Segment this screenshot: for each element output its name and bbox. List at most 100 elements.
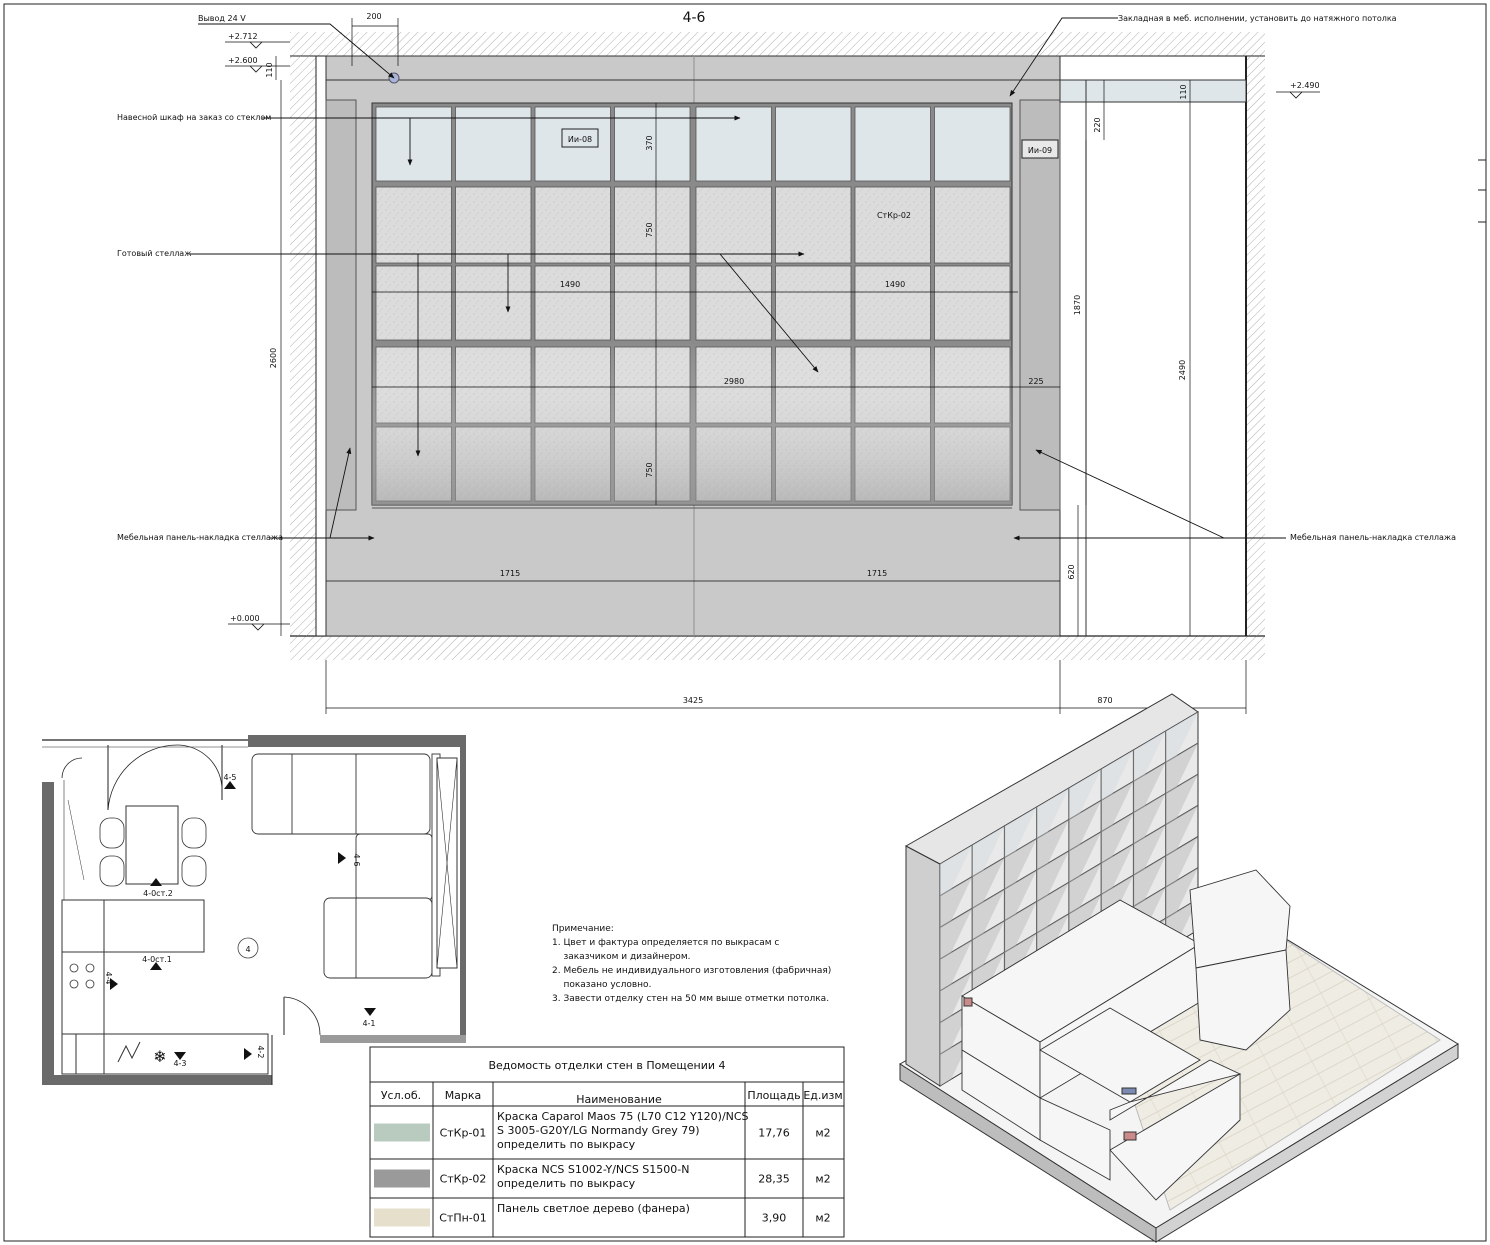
cabinet-cell (934, 186, 1011, 264)
finish-swatch (374, 1123, 430, 1142)
note-line-3: 2. Мебель не индивидуального изготовлени… (552, 966, 831, 976)
side-panel-left (325, 99, 357, 511)
cabinet-cell (455, 265, 532, 341)
cabinet-cell (775, 186, 852, 264)
plan-shelving-x2 (436, 757, 458, 969)
note-outlet: Вывод 24 V (198, 14, 246, 23)
header-area: Площадь (747, 1089, 800, 1102)
iso-shelf-shadow (1165, 836, 1198, 888)
cabinet-cell (695, 106, 772, 182)
marker-4-3: 4-3 (173, 1059, 186, 1068)
finish-name-line: определить по выкрасу (497, 1138, 636, 1151)
dimension-lines (275, 18, 1247, 714)
iso-shelf-shadow (1004, 901, 1037, 953)
cabinet-cell (375, 186, 452, 264)
cabinet-cell (934, 106, 1011, 182)
iso-tag-c (963, 997, 973, 1007)
marker-4-5: 4-5 (223, 773, 236, 782)
dim-225: 225 (1028, 377, 1043, 386)
marker-4-6: 4-6 (352, 853, 361, 866)
header-name: Наименование (576, 1093, 662, 1106)
right-wall (1246, 56, 1265, 636)
note-panel-right: Мебельная панель-накладка стеллажа (1290, 533, 1456, 542)
dim-1715-right: 1715 (867, 569, 887, 578)
left-wall-finish (315, 55, 327, 637)
iso-shelf-shadow (1101, 781, 1134, 832)
ceiling-slab (290, 32, 1265, 56)
dim-620: 620 (1067, 564, 1076, 579)
cabinet-cell (614, 106, 691, 182)
plan-wall-left (42, 782, 54, 1085)
plan-table (125, 805, 179, 885)
iso-shelf-shadow (1101, 843, 1134, 895)
iso-shelf-shadow (1101, 812, 1134, 864)
marker-4-1: 4-1 (362, 1019, 375, 1028)
note-line-4: показано условно. (552, 980, 651, 990)
plan-wall-right (460, 735, 466, 1035)
iso-shelf-shadow (1036, 819, 1069, 870)
leader-panel-right-up (1035, 449, 1225, 539)
iso-shelf-shadow (1133, 793, 1166, 844)
iso-shelf-shadow (1133, 731, 1166, 782)
note-shelving: Готовый стеллаж (117, 249, 191, 258)
room-number: 4 (245, 945, 250, 954)
cabinet-cell (614, 265, 691, 341)
finish-mark: СтКр-02 (440, 1173, 487, 1186)
note-embed: Закладная в меб. исполнении, установить … (1118, 14, 1397, 23)
cabinet-cell (934, 265, 1011, 341)
table-border (369, 1046, 845, 1238)
notes-block: Примечание: 1. Цвет и фактура определяет… (552, 924, 831, 1004)
table-title: Ведомость отделки стен в Помещении 4 (488, 1059, 725, 1072)
header-symbol: Усл.об. (381, 1089, 421, 1102)
finish-table: Ведомость отделки стен в Помещении 4 Усл… (369, 1046, 845, 1238)
cabinet-cell (614, 186, 691, 264)
header-mark: Марка (445, 1089, 482, 1102)
note-line-2: заказчиком и дизайнером. (552, 952, 690, 962)
iso-shelf-shadow (940, 876, 973, 928)
iso-shelf-shadow (1165, 743, 1198, 794)
iso-shelf-shadow (1004, 870, 1037, 921)
dim-1870: 1870 (1073, 295, 1082, 315)
iso-shelf-shadow (1165, 712, 1198, 763)
level-2600: +2.600 (228, 56, 258, 65)
leader-embed (1009, 17, 1118, 97)
iso-shelf-shadow (1101, 750, 1134, 801)
iso-shelf-shadow (1036, 788, 1069, 839)
finish-name-line: Панель светлое дерево (фанера) (497, 1202, 690, 1215)
iso-shelf-shadow (1036, 882, 1069, 933)
cabinet-cell (375, 106, 452, 182)
sheet-border (3, 3, 1487, 1242)
iso-platform-side (1155, 1043, 1459, 1243)
plan-wall-cabinet-x (67, 799, 85, 881)
tag-stkr02: СтКр-02 (877, 211, 911, 220)
iso-shelf-shadow (1004, 838, 1037, 890)
finish-name-line: определить по выкрасу (497, 1177, 636, 1190)
note-wall-cabinet: Навесной шкаф на заказ со стеклом (117, 113, 271, 122)
door-swing-d (61, 757, 83, 779)
cabinet-cell (455, 106, 532, 182)
iso-shelf-shadow (1036, 850, 1069, 902)
header-unit: Ед.изм (803, 1089, 842, 1102)
plan-chairs (99, 817, 207, 887)
isometric-view (899, 693, 1459, 1243)
cabinet-cell (775, 106, 852, 182)
dim-370: 370 (645, 135, 654, 150)
finish-mark: СтКр-01 (440, 1127, 487, 1140)
cabinet-cell (854, 106, 931, 182)
iso-shelf-shadow (1004, 807, 1037, 858)
left-wall (290, 56, 316, 636)
iso-shelf-shadow (972, 920, 1005, 972)
snowflake-icon: ❄ (153, 1047, 166, 1066)
leader-shelf-c (719, 253, 819, 373)
elevation-view: 4-6 Ии-08 Ии-09 СтКр-02 (117, 10, 1456, 714)
marker-4-0st2: 4-0ст.2 (143, 889, 173, 898)
cabinet-cell (455, 186, 532, 264)
iso-shelf-shadow (940, 939, 973, 991)
tag-box-ii08 (561, 128, 599, 148)
iso-shelf-shadow (972, 826, 1005, 877)
dimension-texts: 200 110 110 370 750 750 1490 1490 2980 2… (265, 12, 1188, 705)
iso-shelf-shadow (1069, 800, 1102, 851)
cabinet-cell (695, 186, 772, 264)
